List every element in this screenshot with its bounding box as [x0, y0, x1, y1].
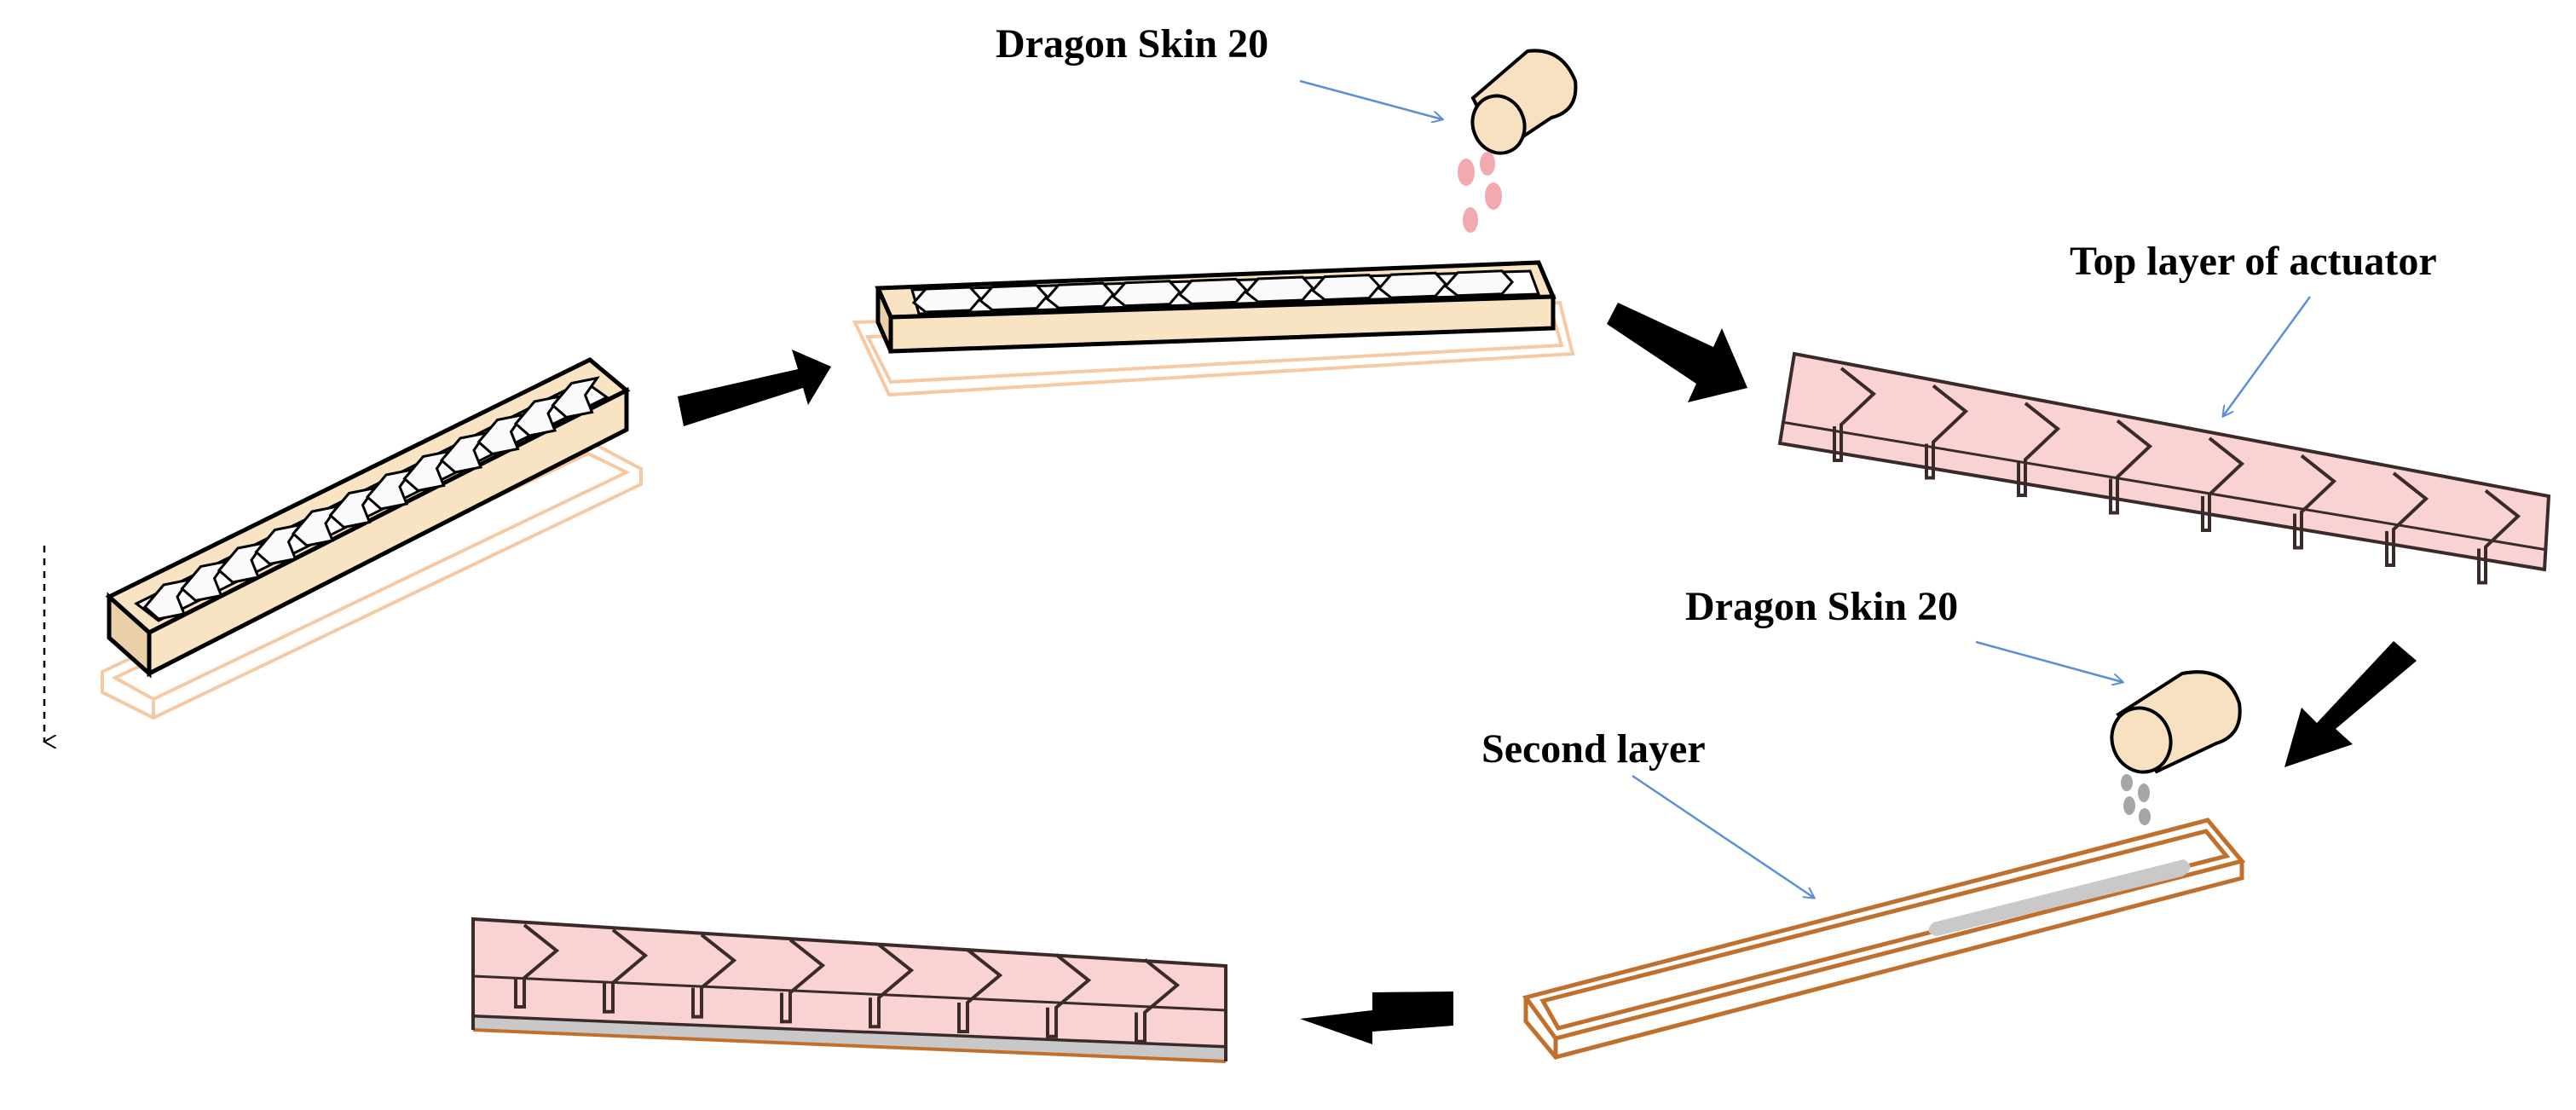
- chevron: [2293, 454, 2337, 550]
- chevron-pattern: [514, 923, 1181, 1044]
- chevron: [911, 286, 983, 314]
- chevron: [477, 413, 526, 456]
- chevron: [1177, 277, 1249, 305]
- chevron: [1310, 274, 1382, 302]
- chevron: [180, 559, 229, 603]
- chevron: [603, 928, 649, 1014]
- chevron: [1443, 269, 1515, 298]
- mold-step1: [101, 357, 643, 720]
- chevron: [1377, 271, 1448, 299]
- chevron: [869, 943, 915, 1029]
- chevron: [217, 541, 267, 584]
- pointer-line: [1975, 640, 2123, 682]
- pour-drops: [1458, 152, 1502, 233]
- chevron: [1044, 281, 1116, 309]
- chevron: [2109, 419, 2153, 515]
- label-dragon-skin-top: Dragon Skin 20: [996, 21, 1269, 66]
- chevron: [254, 523, 303, 566]
- chevron-pattern: [911, 269, 1515, 314]
- chevron: [142, 577, 193, 621]
- chevron: [291, 504, 341, 547]
- chevron: [513, 394, 563, 437]
- process-arrow: [2284, 641, 2417, 767]
- pour-drops: [2121, 774, 2151, 825]
- actuator-top-layer: [1777, 351, 2551, 585]
- chevron: [365, 467, 415, 511]
- chevron: [1135, 958, 1181, 1044]
- chevron: [439, 431, 489, 474]
- label-second-layer: Second layer: [1481, 726, 1706, 772]
- chevron: [551, 376, 600, 419]
- chevron: [2201, 436, 2245, 532]
- label-dragon-skin-bottom: Dragon Skin 20: [1685, 584, 1959, 629]
- chevron: [514, 923, 560, 1009]
- chevron-pattern: [1833, 367, 2521, 585]
- chevron: [691, 934, 737, 1019]
- pointer-line: [1632, 774, 1814, 898]
- chevron-pattern: [142, 376, 600, 621]
- chevron: [957, 948, 1003, 1033]
- pointer-line: [2223, 296, 2312, 416]
- mold-step2: [852, 260, 1575, 397]
- actuator-final: [471, 916, 1227, 1063]
- process-arrow: [1300, 991, 1453, 1044]
- chevron: [1833, 367, 1877, 462]
- second-layer-fill: [1928, 859, 2191, 936]
- chevron: [2385, 471, 2429, 567]
- chevron: [2017, 402, 2061, 497]
- chevron: [402, 449, 452, 493]
- process-arrow: [678, 350, 831, 426]
- pointer-line: [1299, 79, 1442, 119]
- chevron: [1925, 384, 1969, 480]
- chevron: [780, 938, 826, 1024]
- chevron: [1244, 275, 1315, 304]
- chevron: [2477, 489, 2521, 585]
- chevron: [328, 486, 378, 529]
- container-icon: [2110, 670, 2242, 774]
- chevron: [978, 284, 1049, 312]
- container-icon: [1470, 49, 1578, 155]
- process-arrow: [1607, 303, 1747, 402]
- chevron: [1046, 953, 1092, 1038]
- chevron: [1111, 280, 1182, 308]
- label-top-layer: Top layer of actuator: [2070, 239, 2437, 284]
- second-layer-tray: [1522, 818, 2246, 1060]
